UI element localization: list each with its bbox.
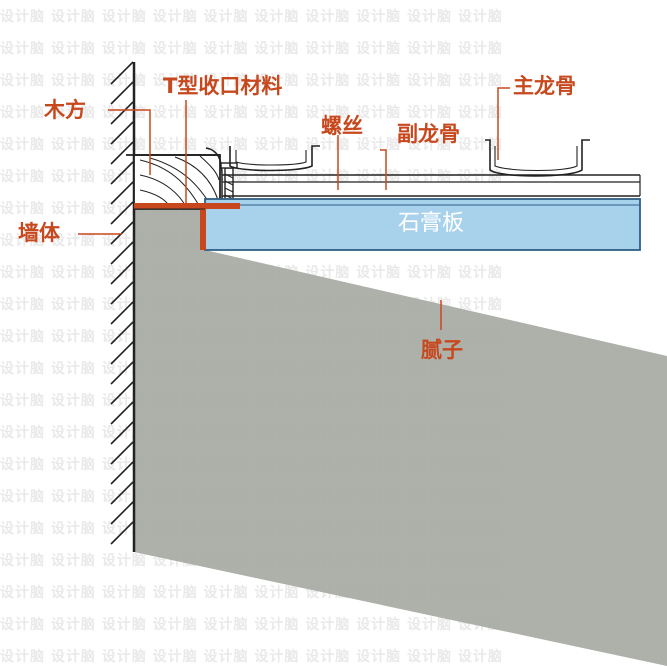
label-gypsum-board: 石膏板 — [398, 211, 465, 236]
left-channel — [229, 145, 320, 172]
label-wood: 木方 — [44, 98, 86, 122]
label-t-trim: T型收口材料 — [163, 74, 283, 98]
label-secondary-keel: 副龙骨 — [397, 122, 460, 146]
label-main-keel: 主龙骨 — [513, 74, 576, 98]
wood-cap — [205, 147, 223, 205]
putty-area — [134, 210, 667, 666]
wall-hatch — [110, 61, 134, 545]
secondary-keel — [222, 174, 641, 197]
screw — [220, 162, 238, 205]
main-keel — [485, 139, 590, 177]
t-trim — [134, 203, 240, 250]
leader-lines — [78, 87, 510, 330]
label-wall: 墙体 — [18, 221, 60, 245]
label-putty: 腻子 — [421, 338, 463, 362]
label-screw: 螺丝 — [321, 114, 363, 138]
